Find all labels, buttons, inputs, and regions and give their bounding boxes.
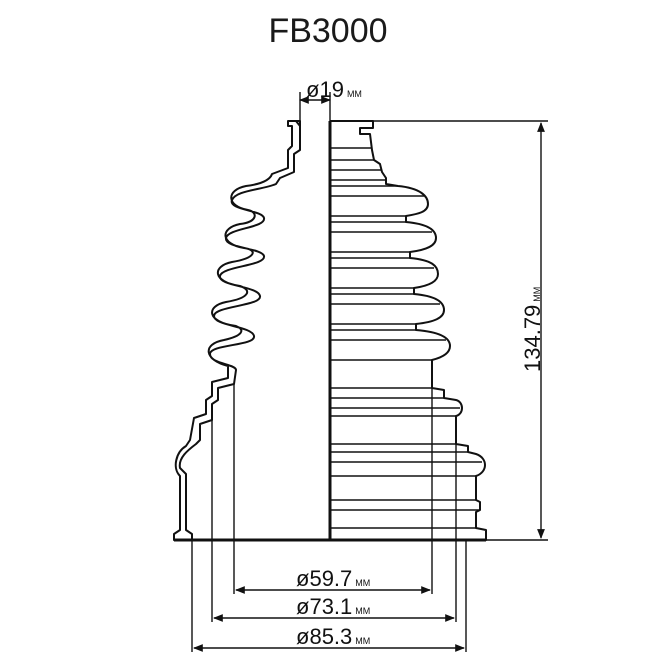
svg-text:ø85.3MM: ø85.3MM — [296, 624, 370, 649]
diameter-3-unit: MM — [355, 636, 370, 646]
diameter-3-value: 85.3 — [309, 624, 352, 649]
diameter-1-unit: MM — [355, 578, 370, 588]
part-number-title: FB3000 — [268, 12, 387, 50]
svg-text:ø59.7MM: ø59.7MM — [296, 566, 370, 591]
diameter-2-unit: MM — [355, 606, 370, 616]
height-dimension: 134.79 MM — [373, 120, 548, 541]
diameter-2-symbol: ø — [296, 594, 309, 619]
height-value: 134.79 — [520, 305, 545, 372]
svg-text:134.79MM: 134.79 MM — [520, 287, 545, 372]
diameter-2-value: 73.1 — [309, 594, 352, 619]
svg-text:ø73.1MM: ø73.1MM — [296, 594, 370, 619]
boot-section-view — [173, 120, 301, 541]
top-diameter-dimension: ø19 MM — [299, 77, 362, 121]
top-diameter-symbol: ø — [306, 77, 319, 102]
diameter-3-symbol: ø — [296, 624, 309, 649]
diameter-1-symbol: ø — [296, 566, 309, 591]
height-unit: MM — [532, 287, 542, 302]
top-diameter-unit: MM — [347, 89, 362, 99]
boot-exterior-view — [330, 120, 487, 541]
diameter-1-value: 59.7 — [309, 566, 352, 591]
top-diameter-value: 19 — [319, 77, 343, 102]
